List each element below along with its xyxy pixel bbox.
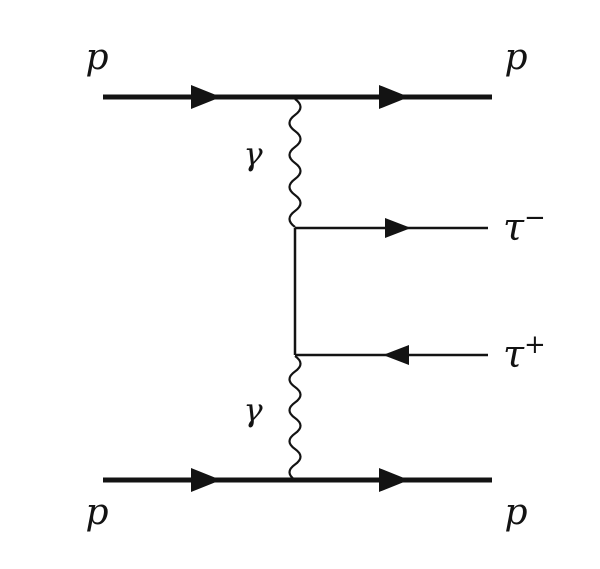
label-tau-minus-base: τ xyxy=(503,205,525,249)
upper-photon-line xyxy=(288,98,302,228)
top-proton-outgoing-arrow-icon xyxy=(379,85,409,109)
top-proton-incoming-arrow-icon xyxy=(191,85,221,109)
label-proton-bottom-right: p xyxy=(504,492,527,533)
label-tau-plus-base: τ xyxy=(503,332,525,376)
label-tau-plus-superscript: + xyxy=(524,330,546,360)
label-proton-bottom-left: p xyxy=(85,492,108,533)
tau-minus-arrow-icon xyxy=(385,218,411,238)
label-photon-upper: γ xyxy=(243,135,263,173)
label-photon-lower: γ xyxy=(243,391,263,429)
label-proton-top-left: p xyxy=(85,37,108,78)
lower-photon-line xyxy=(288,355,302,481)
label-tau-minus: τ− xyxy=(503,203,546,249)
label-tau-minus-superscript: − xyxy=(524,203,546,233)
label-tau-plus: τ+ xyxy=(503,330,546,376)
bottom-proton-incoming-arrow-icon xyxy=(191,468,221,492)
label-proton-top-right: p xyxy=(504,37,527,78)
tau-plus-arrow-icon xyxy=(383,345,409,365)
bottom-proton-outgoing-arrow-icon xyxy=(379,468,409,492)
